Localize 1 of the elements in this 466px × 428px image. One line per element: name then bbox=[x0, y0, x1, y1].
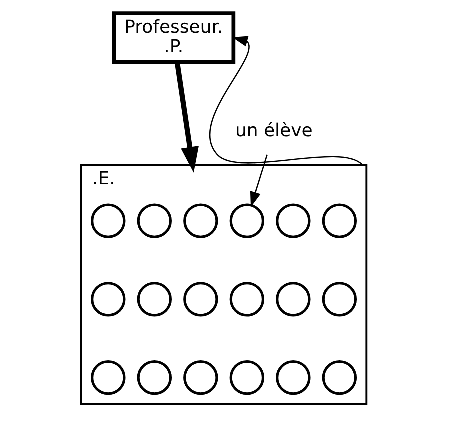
node-text: un élève bbox=[235, 120, 312, 142]
